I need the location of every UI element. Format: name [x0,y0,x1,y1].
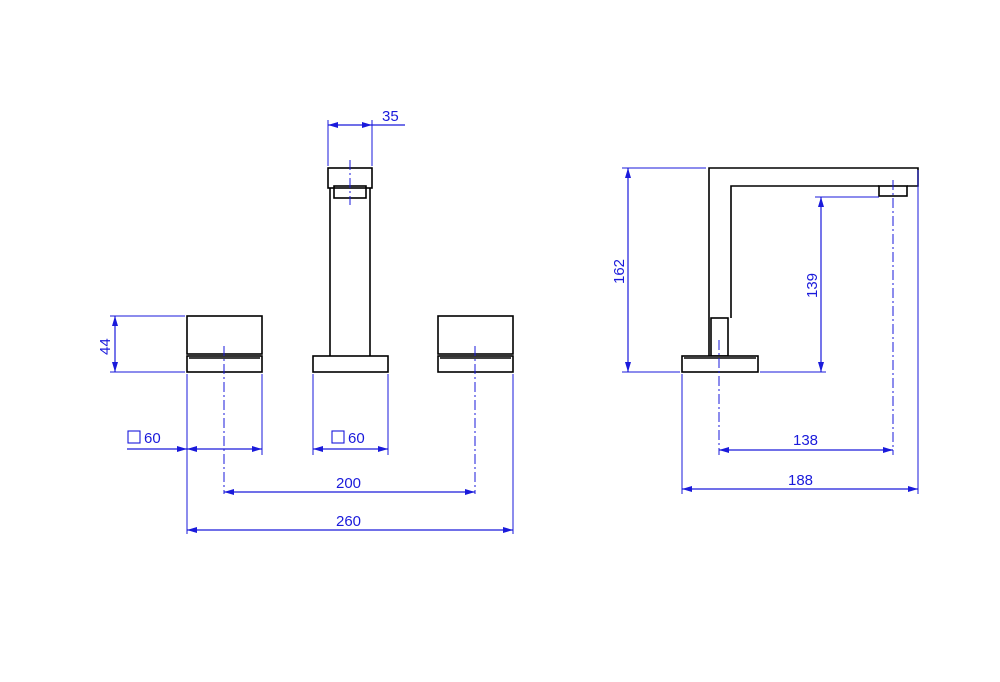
dimension-left-60-label: 60 [144,430,161,447]
front-spout [312,167,389,373]
dimension-162-label: 162 [611,259,628,284]
side-faucet-profile [681,167,919,373]
dimension-200-label: 200 [336,475,361,492]
front-view: 35 44 60 [97,108,514,534]
square-symbol-icon [127,430,141,444]
dimension-44-label: 44 [97,338,114,355]
dimension-overall-depth: 188 [681,170,919,494]
dimension-spout-width: 35 [327,108,405,166]
dimension-overall-height: 162 [611,167,706,373]
dimension-35-label: 35 [382,108,399,125]
dimension-138-label: 138 [793,432,818,449]
square-symbol-icon [331,430,345,444]
dimension-handle-base-square: 60 [127,374,263,455]
spout-base [312,355,389,373]
spout-inner-edge [730,185,879,318]
right-handle [437,315,514,373]
dimension-overall-width: 260 [186,374,514,534]
side-view: 162 139 138 188 [611,167,919,494]
left-handle [186,315,263,373]
dimension-139-label: 139 [804,273,821,298]
dimension-center-60-label: 60 [348,430,365,447]
dimension-260-label: 260 [336,513,361,530]
dimension-spout-base-square: 60 [312,374,389,455]
dimension-spout-reach: 138 [719,432,893,453]
dimension-188-label: 188 [788,472,813,489]
dimension-handle-height: 44 [97,315,185,373]
spout-outer-edge [708,167,919,356]
side-base [681,355,759,373]
side-cartridge [710,317,729,357]
dimension-outlet-height: 139 [760,196,879,373]
dimension-handle-centers: 200 [224,475,475,495]
